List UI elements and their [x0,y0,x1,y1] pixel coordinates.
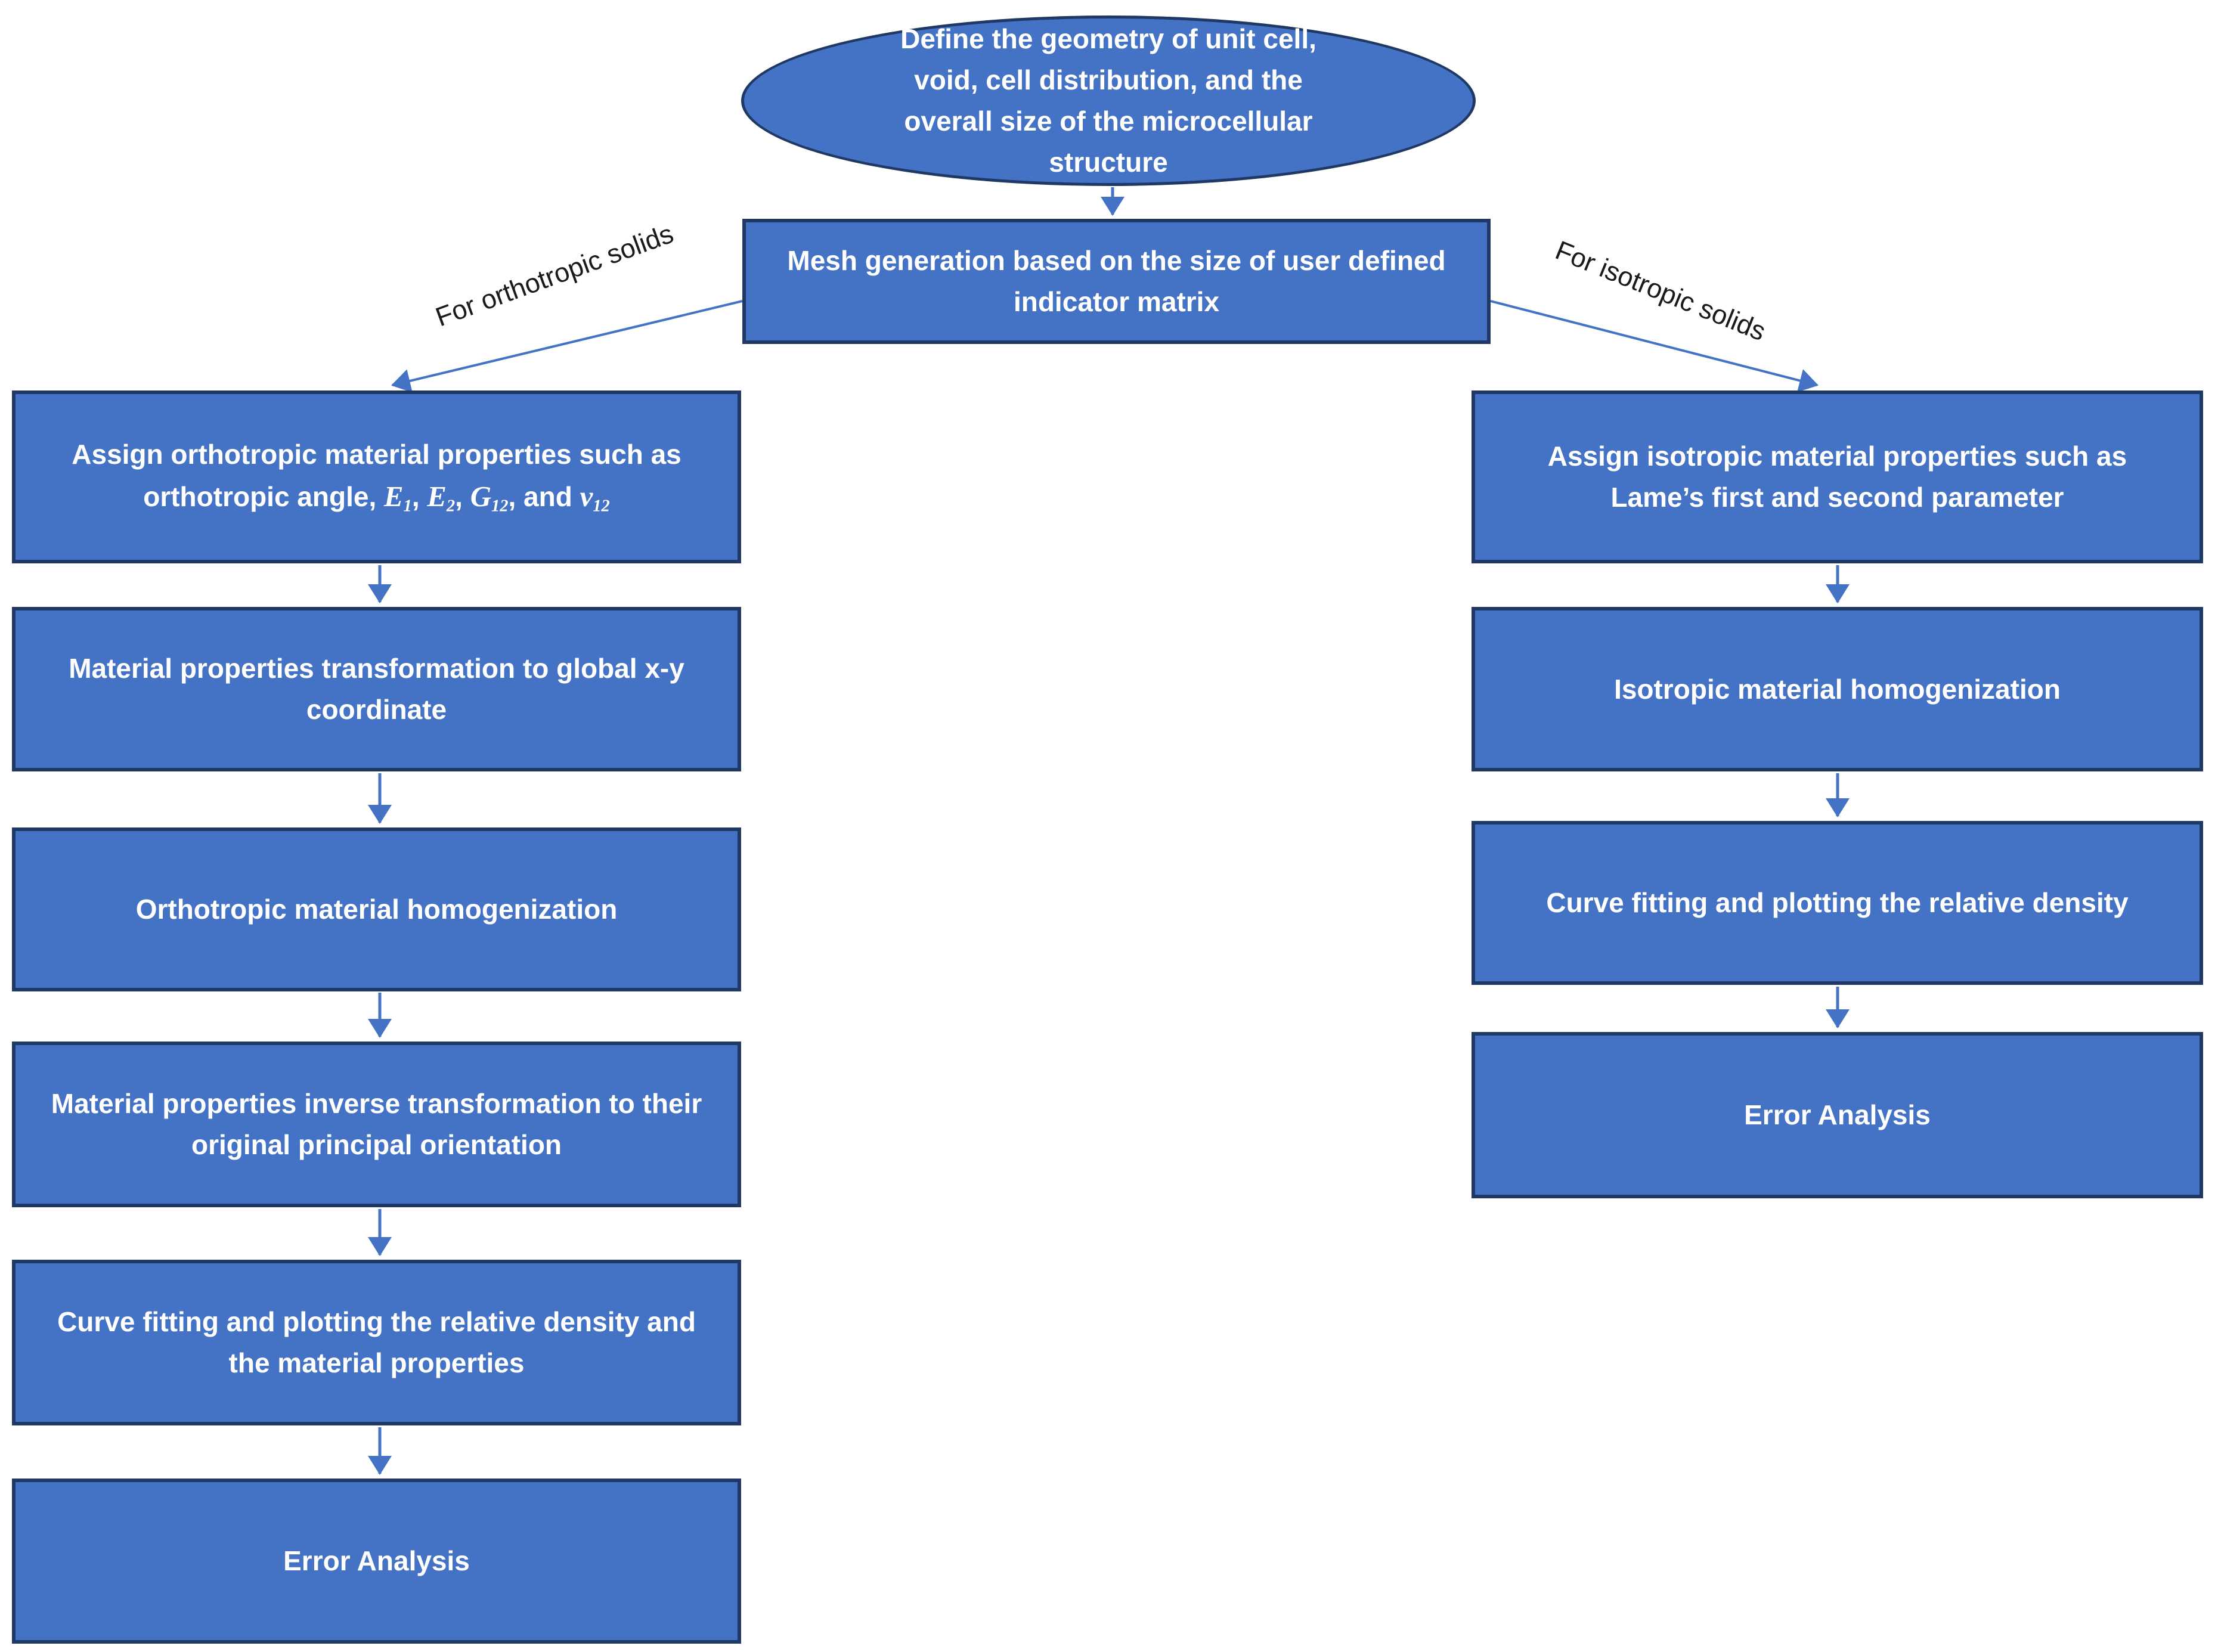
ortho-box-error-analysis-text: Error Analysis [283,1545,470,1576]
iso-box-homogenization-text: Isotropic material homogenization [1614,673,2061,705]
iso-box-error-analysis: Error Analysis [1472,1032,2203,1198]
ortho-box-homogenization: Orthotropic material homogenization [12,827,741,991]
branch-label-orthotropic: For orthotropic solids [431,218,677,333]
iso-box-assign-properties: Assign isotropic material properties suc… [1472,390,2203,563]
iso-box-curve-fitting-text: Curve fitting and plotting the relative … [1546,887,2129,918]
mesh-generation-box: Mesh generation based on the size of use… [742,219,1491,344]
ortho-box-assign-properties: Assign orthotropic material properties s… [12,390,741,563]
ortho-box-curve-fitting-text: Curve fitting and plotting the relative … [57,1306,696,1378]
ortho-box-homogenization-text: Orthotropic material homogenization [135,894,618,925]
arrow-mesh-to-isotropic [1490,300,1819,392]
ortho-box-curve-fitting: Curve fitting and plotting the relative … [12,1260,741,1425]
iso-box-assign-properties-text: Assign isotropic material properties suc… [1547,441,2127,513]
ortho-box-error-analysis: Error Analysis [12,1479,741,1644]
start-ellipse: Define the geometry of unit cell, void, … [741,16,1476,186]
iso-box-homogenization: Isotropic material homogenization [1472,607,2203,771]
iso-box-error-analysis-text: Error Analysis [1744,1099,1931,1130]
ortho-box-inverse-transformation: Material properties inverse transformati… [12,1042,741,1207]
mesh-generation-text: Mesh generation based on the size of use… [787,245,1446,317]
ortho-box-transformation-text: Material properties transformation to gl… [69,653,684,725]
ortho-box-assign-properties-text: Assign orthotropic material properties s… [72,439,681,516]
start-ellipse-text: Define the geometry of unit cell, void, … [900,23,1316,178]
iso-box-curve-fitting: Curve fitting and plotting the relative … [1472,821,2203,985]
ortho-box-inverse-transformation-text: Material properties inverse transformati… [51,1088,702,1160]
branch-label-isotropic: For isotropic solids [1551,234,1770,347]
ortho-box-transformation: Material properties transformation to gl… [12,607,741,771]
